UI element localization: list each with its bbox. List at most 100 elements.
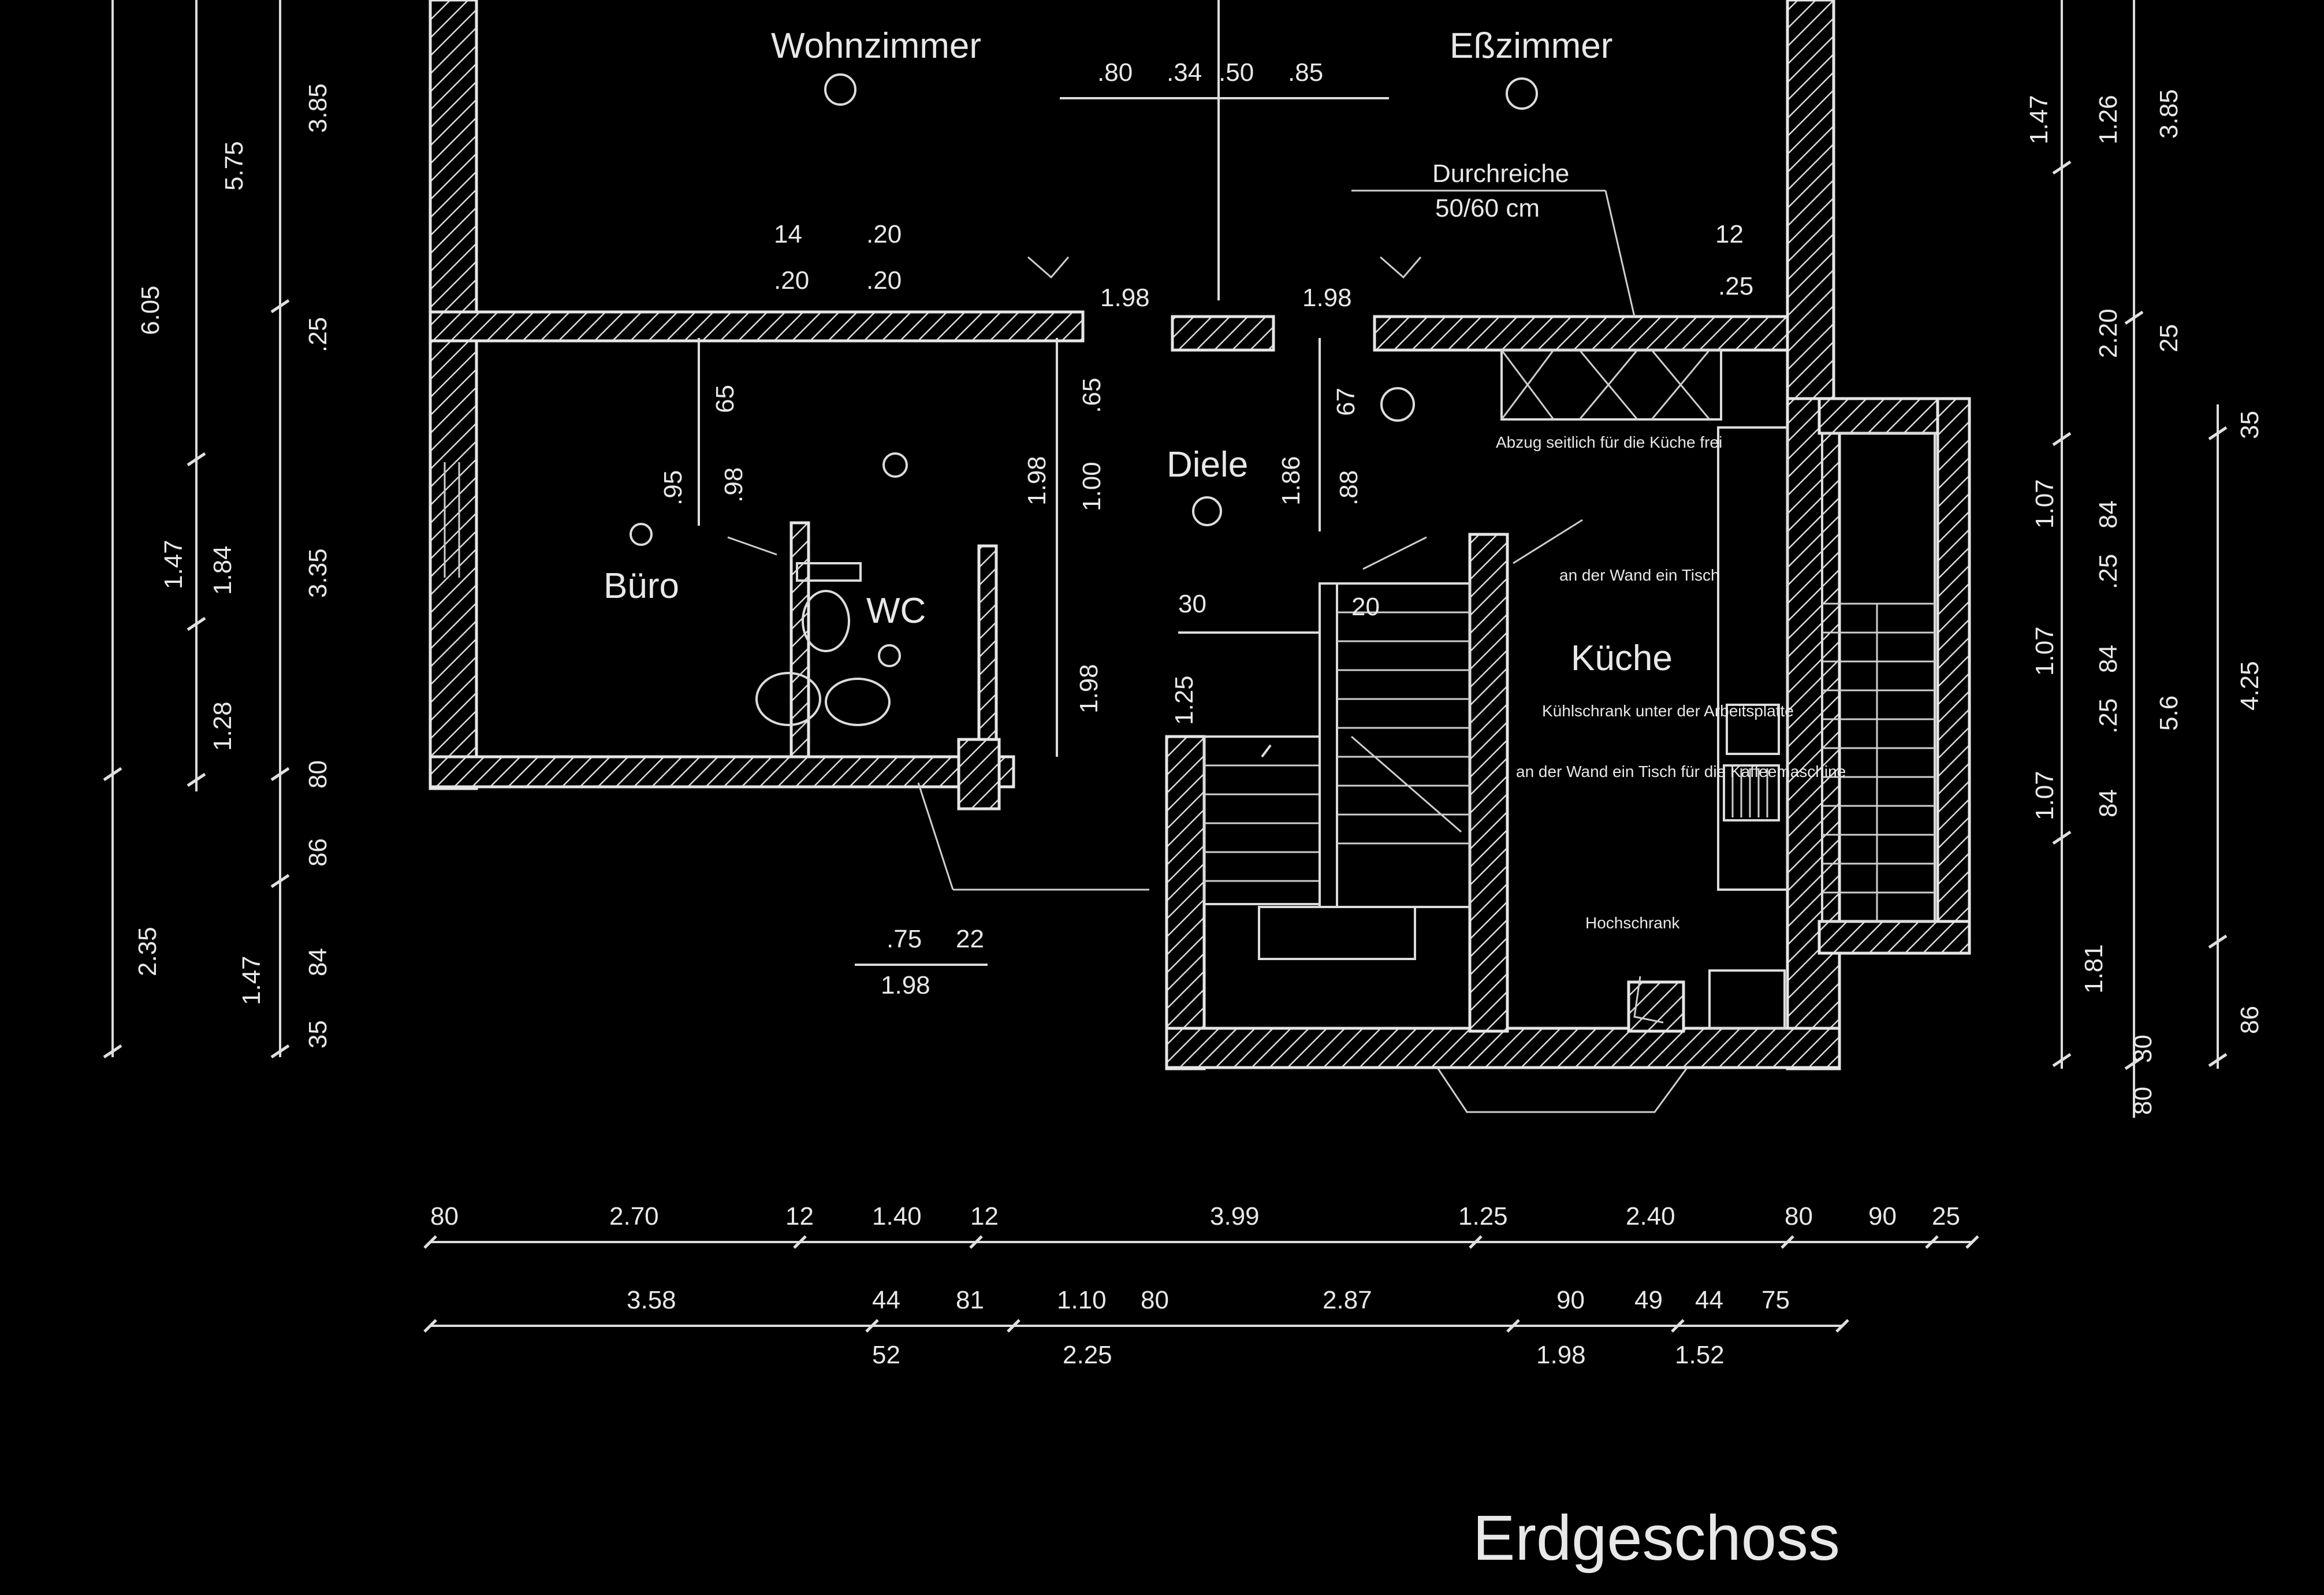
dim-label: 1.81 [2080,944,2108,994]
dim-label: 1.98 [1536,1341,1586,1369]
dim-label: 22 [956,925,984,953]
plan-title: Erdgeschoss [1473,1503,1840,1574]
dim-label: 3.58 [627,1286,676,1314]
dim-label: 44 [1695,1286,1723,1314]
wall-east-upper [1786,0,1835,418]
wall-wc-east [977,544,998,759]
dim-label: 12 [970,1202,999,1230]
staircase [1203,582,1471,960]
dim-label: 1.07 [2031,626,2059,676]
dim-label: 5.6 [2155,696,2183,731]
sink-icon [755,672,821,726]
wall-annex-south [1818,920,1971,955]
dim-label: 1.47 [2025,95,2053,144]
wall-stair-west [1165,735,1206,1070]
dim-label: .25 [2094,554,2122,589]
dim-label: 1.07 [2031,771,2059,820]
dim-label: 2.20 [2094,308,2122,358]
note-durchreiche: Durchreiche [1432,159,1569,188]
light-symbols [630,73,1538,667]
dim-label: .95 [659,470,687,505]
dim-label: 90 [1868,1202,1897,1230]
dim-label: 1.47 [237,955,266,1005]
light-icon [1192,496,1222,526]
openings [444,189,1688,1113]
dim-label: 86 [304,838,332,867]
dim-label: 2.35 [133,927,162,976]
dim-label: 1.07 [2031,479,2059,529]
room-label-wc: WC [866,591,926,631]
dim-label: 80 [430,1202,459,1230]
wall-office-north [429,310,1085,343]
wc-fixtures [755,562,891,726]
dim-label: 80 [1785,1202,1813,1230]
toilet-icon [802,590,850,652]
dim-label: 30 [2129,1035,2157,1063]
dim-label: 49 [1634,1286,1663,1314]
room-label-buero: Büro [604,566,679,606]
wall-office-south [429,755,1015,789]
note-schrank: Hochschrank [1585,914,1680,932]
dim-label: 84 [304,948,332,976]
wall-stair-core [1468,533,1509,1033]
dim-label: 3.99 [1210,1202,1260,1230]
dim-label: 12 [785,1202,814,1230]
dimension-ticks [103,160,2228,1333]
dim-label: .34 [1167,58,1202,87]
dim-label: 30 [1178,590,1206,618]
walls [429,0,1971,1070]
wall-south [1165,1027,1841,1069]
note-kueche-1: an der Wand ein Tisch [1559,566,1720,584]
room-label-kueche: Küche [1571,638,1673,678]
dimensions-left: 6.05 5.75 3.85 1.47 1.84 1.28 3.35 .25 2… [133,83,332,1049]
dim-label: .50 [1219,58,1254,87]
annex-stair [1821,432,1936,923]
dim-label: 90 [1556,1286,1585,1314]
dim-label: 1.98 [1100,284,1150,312]
dim-label: 1.00 [1078,462,1106,511]
dim-label: 35 [304,1020,332,1049]
dimensions-top: .80 .34 .50 .85 1.98 1.98 14 .20 .20 .20… [774,58,1753,312]
dim-label: 75 [1761,1286,1790,1314]
dim-label: 1.10 [1057,1286,1107,1314]
wall-wc-door-stub [957,738,1001,810]
dim-label: .85 [1288,58,1323,87]
dim-label: 86 [2236,1006,2264,1034]
dim-label: .20 [866,266,902,295]
wall-wc-west [789,521,810,759]
note-kueche-3: an der Wand ein Tisch für die Kaffeemasc… [1516,763,1846,780]
dim-label: 2.70 [609,1202,659,1230]
dim-label: 80 [304,760,332,789]
dim-label: 67 [1332,388,1360,416]
dim-label: 1.40 [872,1202,922,1230]
room-label-esszimmer: Eßzimmer [1450,26,1612,66]
annotations: Durchreiche 50/60 cm Abzug seitlich für … [1432,159,1846,932]
dim-label: 25 [1932,1202,1960,1230]
dim-label: 80 [1141,1286,1169,1314]
dim-label: 3.35 [304,548,332,598]
dim-label: 44 [872,1286,900,1314]
dim-label: 12 [1715,220,1744,248]
dim-label: 84 [2094,789,2122,817]
wall-west-upper [429,0,478,790]
dim-label: 6.05 [136,285,165,335]
dimensions-bottom: 80 2.70 12 1.40 12 3.99 1.25 2.40 80 90 … [430,1202,1960,1369]
wall-kitchen-stub [1627,980,1685,1033]
dim-label: 1.25 [1170,675,1198,725]
light-icon [882,452,908,478]
dim-label: 2.87 [1323,1286,1372,1314]
dim-label: .20 [866,220,902,248]
dimensions-right: 1.47 1.26 3.85 2.20 25 1.07 84 .25 1.07 … [2025,89,2264,1115]
light-icon [878,644,901,667]
dim-label: 3.85 [2155,89,2183,139]
dim-label: 1.98 [881,971,930,999]
dim-label: 1.25 [1458,1202,1508,1230]
dim-label: 1.47 [159,540,188,589]
kitchen-cabinets [1500,349,1789,1029]
dim-label: 84 [2094,645,2122,673]
dim-label: 5.75 [220,141,248,191]
dim-label: 65 [711,385,739,413]
dim-label: .25 [1718,272,1753,300]
dim-label: .80 [1097,58,1133,87]
